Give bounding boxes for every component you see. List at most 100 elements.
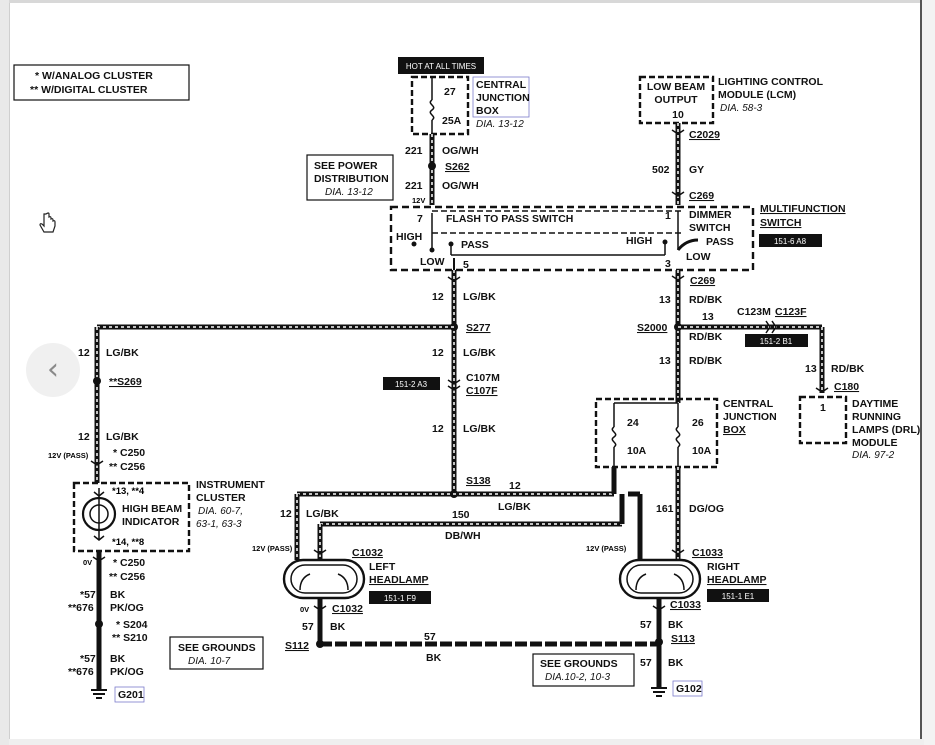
fuse-icon [429,99,435,121]
wire-676-a: **676 [68,602,94,614]
right-wire-57-b-color: BK [668,657,684,669]
right-headlamp-name-2: HEADLAMP [707,574,767,586]
ground-g102: G102 [676,683,702,695]
wire-57-a-color: BK [110,589,126,601]
central-junction-box-2 [594,397,719,469]
connector-c1032-b: C1032 [332,603,363,615]
connector-c256-b: ** C256 [109,571,145,583]
wire-12-a: 12 [432,291,444,303]
wire-13-h: 13 [702,311,714,323]
left-headlamp-bulb-icon [282,558,366,600]
drl-name-2: RUNNING [852,411,901,423]
right-wire-57-color: BK [668,619,684,631]
wire-221-a: 221 [405,145,423,157]
wire-12-c: 12 [432,347,444,359]
see-power-box [306,154,394,201]
mfs-pin-3: 3 [665,258,671,270]
connector-c269: C269 [689,190,714,202]
wire-221-b: 221 [405,180,423,192]
wire-12-left: 12 [78,347,90,359]
cjb-ref: DIA. 13-12 [476,119,524,130]
see-grounds-left-ref: DIA. 10-7 [188,656,231,667]
wire-12-left-color: LG/BK [106,347,139,359]
wire-12-c-color: LG/BK [463,347,496,359]
hot-at-all-times-tag [398,57,484,74]
cjb2-name-1: CENTRAL [723,398,774,410]
drl-module-box [798,395,848,445]
drl-name-1: DAYTIME [852,398,898,410]
connector-icon [765,320,777,334]
right-wire-57-b: 57 [640,657,652,669]
splice-s204: * S204 [116,619,148,631]
wire-12-b: 12 [78,431,90,443]
top-border [9,0,924,3]
splice-s113: S113 [671,633,695,645]
cjb2-pin-24: 24 [627,417,639,429]
splice-s112: S112 [285,640,309,652]
left-wire-57-color: BK [330,621,346,633]
indicator-2: INDICATOR [122,516,180,528]
indicator-1: HIGH BEAM [122,503,182,515]
see-grounds-right-ref: DIA.10-2, 10-3 [545,672,610,683]
cjb-fuse-25a: 25A [442,115,462,127]
connector-c1033-a: C1033 [692,547,723,559]
chevron-left-icon: ‹ [47,352,59,387]
voltage-12v-pass-right: 12V (PASS) [586,544,627,553]
wire-12-d: 12 [432,423,444,435]
wire-12-f-color: LG/BK [306,508,339,520]
wire-676-b-color: PK/OG [110,666,144,678]
wire-13-b-color: RD/BK [689,355,723,367]
connector-c1033-b: C1033 [670,599,701,611]
wire-12-a-color: LG/BK [463,291,496,303]
mfs-name-2: SWITCH [760,217,801,229]
tag-151-2-a3: 151-2 A3 [395,380,428,389]
wire-12-f: 12 [280,508,292,520]
mfs-low-left: LOW [420,256,445,268]
drl-ref: DIA. 97-2 [852,450,895,461]
mfs-tag: 151-6 A8 [774,237,807,246]
splice-s210: ** S210 [112,632,148,644]
lcm-pin-10: 10 [672,109,684,121]
cjb2-fuse-left: 10A [627,445,647,457]
left-headlamp-tag: 151-1 F9 [384,594,417,603]
wire-221-b-color: OG/WH [442,180,479,192]
cluster-name-1: INSTRUMENT [196,479,265,491]
cluster-pin-bottom: *14, **8 [112,537,144,548]
left-headlamp-name-1: LEFT [369,561,396,573]
cluster-pin-top: *13, **4 [112,486,145,497]
dimmer-1: DIMMER [689,209,732,221]
voltage-12v: 12V [412,196,425,205]
voltage-0v-cluster: 0V [83,558,92,567]
mfs-name-1: MULTIFUNCTION [760,203,846,215]
ground-icon [651,687,667,697]
connector-c1032-a: C1032 [352,547,383,559]
see-grounds-left-box [169,636,264,670]
wire-57-b: *57 [80,653,96,665]
left-headlamp-name-2: HEADLAMP [369,574,429,586]
wire-150-color: DB/WH [445,530,481,542]
wire-13-b: 13 [659,355,671,367]
connector-c107f: C107F [466,385,498,397]
wire-12-b-color: LG/BK [106,431,139,443]
connector-c123f: C123F [775,306,807,318]
hand-cursor-icon [39,212,56,233]
cjb-name-1: CENTRAL [476,79,527,91]
wire-12-e: 12 [509,480,521,492]
splice-s138: S138 [466,475,491,487]
tag-151-2-b1: 151-2 B1 [760,337,793,346]
cjb2-name-3: BOX [723,424,746,436]
connector-c180: C180 [834,381,859,393]
right-headlamp-tag: 151-1 E1 [722,592,755,601]
mfs-low-right: LOW [686,251,711,263]
multifunction-switch-box [389,205,755,272]
dimmer-2: SWITCH [689,222,730,234]
instrument-cluster-box [72,481,191,553]
drl-name-4: MODULE [852,437,898,449]
wire-150: 150 [452,509,470,521]
mfs-pin-7: 7 [417,213,423,225]
previous-button[interactable]: ‹ [26,343,80,397]
scrollbar[interactable] [920,0,935,745]
connector-c250-b: * C250 [113,557,145,569]
